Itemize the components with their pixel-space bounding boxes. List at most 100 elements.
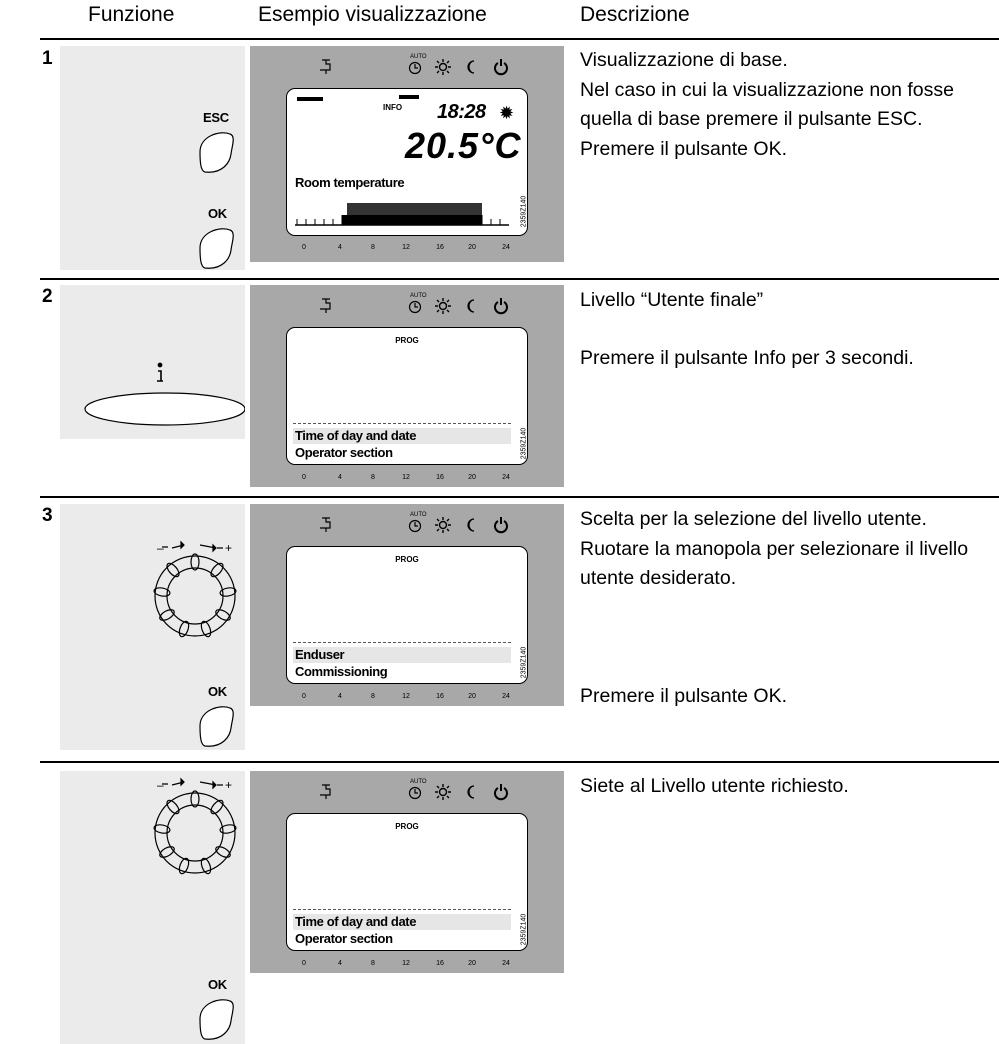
row-rule (40, 496, 999, 498)
menu-line-2: Operator section (295, 445, 393, 460)
screen-label: Room temperature (295, 175, 405, 190)
tap-icon (320, 59, 331, 74)
svg-text:AUTO: AUTO (410, 54, 427, 60)
figure-code: 2359Z140 (520, 195, 528, 228)
header-rule (40, 38, 999, 40)
hour-ticks: 0 4 8 12 16 20 24 (302, 693, 510, 700)
selected-row-highlight (293, 647, 511, 663)
menu-line-1: Time of day and date (295, 428, 417, 443)
lcd-screen: PROG Time of day and date Operator secti… (286, 813, 528, 951)
info-button (84, 392, 245, 426)
svg-text:AUTO: AUTO (410, 293, 427, 299)
menu-line-1: Time of day and date (295, 914, 417, 929)
function-panel: – + OK (60, 771, 245, 1044)
info-indicator: INFO (383, 103, 403, 112)
ok-label: OK (208, 684, 227, 699)
svg-text:–: – (157, 541, 164, 555)
esc-label: ESC (203, 110, 229, 125)
button-shapes: – + (153, 777, 237, 1040)
ok-button (199, 706, 234, 747)
figure-code: 2359Z140 (520, 646, 528, 679)
ok-button (199, 228, 234, 269)
segment-line (293, 642, 511, 643)
display-example: AUTO INFO 18:28 ✹ 20.5°C Room temperatur… (250, 46, 564, 262)
lcd-screen: PROG Enduser Commissioning (286, 546, 528, 684)
lcd-screen: PROG Time of day and date Operator secti… (286, 327, 528, 465)
svg-text:AUTO: AUTO (410, 779, 427, 785)
prog-indicator: PROG (395, 822, 419, 831)
time-program-bars (295, 203, 509, 226)
tick-label: 12 (402, 244, 410, 251)
moon-icon (467, 60, 475, 74)
hour-ticks: 0 4 8 12 16 20 24 (302, 474, 510, 481)
header-description: Descrizione (580, 3, 690, 26)
header-example: Esempio visualizzazione (258, 3, 487, 26)
mode-icons: AUTO (320, 779, 508, 801)
description-line: Visualizzazione di base. (580, 49, 788, 71)
header-function: Funzione (88, 3, 175, 26)
rotary-knob-icon: – + (153, 540, 237, 638)
tick-label: 24 (502, 244, 510, 251)
figure-code: 2359Z140 (520, 427, 528, 460)
row-rule (40, 278, 999, 280)
power-icon (494, 59, 508, 76)
prog-indicator: PROG (395, 555, 419, 564)
menu-line-1: Enduser (295, 647, 345, 662)
svg-text:–: – (157, 778, 164, 792)
ok-label: OK (208, 977, 227, 992)
tick-label: 4 (338, 244, 342, 251)
display-example: AUTO PROG Time of day and date Operator … (250, 771, 564, 973)
description-line: Premere il pulsante Info per 3 secondi. (580, 346, 914, 369)
segment-bar-left (297, 97, 323, 101)
mode-icons: AUTO (320, 54, 508, 76)
tick-label: 8 (371, 244, 375, 251)
sun-small-icon: ✹ (499, 103, 515, 123)
step-number: 2 (42, 286, 53, 307)
selected-row-highlight (293, 914, 511, 930)
segment-line (293, 423, 511, 424)
info-icon (157, 362, 163, 382)
selected-row-highlight (293, 428, 511, 444)
hour-ticks: 0 4 8 12 16 20 24 (286, 244, 526, 254)
auto-clock-icon (408, 61, 422, 75)
description: Livello “Utente finale” Premere il pulsa… (580, 286, 999, 373)
function-panel (60, 285, 245, 439)
description: Visualizzazione di base. Nel caso in cui… (580, 46, 999, 164)
svg-text:+: + (225, 778, 232, 792)
description-line: Livello “Utente finale” (580, 289, 764, 311)
button-shapes (199, 132, 234, 269)
ok-button (199, 999, 234, 1040)
hour-ticks: 0 4 8 12 16 20 24 (302, 960, 510, 967)
lcd-screen: INFO 18:28 ✹ 20.5°C Room temperature (286, 88, 528, 236)
step-number: 3 (42, 505, 53, 526)
segment-bar-mid (399, 95, 419, 99)
temperature-display: 20.5°C (405, 125, 522, 166)
description-line: Scelta per la selezione del livello uten… (580, 508, 927, 530)
tick-label: 0 (302, 244, 306, 251)
segment-line (293, 909, 511, 910)
function-panel: – + OK (60, 504, 245, 750)
button-shapes (84, 362, 245, 426)
function-panel: ESC OK (60, 46, 245, 270)
description: Siete al Livello utente richiesto. (580, 772, 999, 802)
sun-icon (435, 59, 451, 75)
menu-line-2: Commissioning (295, 664, 388, 679)
description-line: Premere il pulsante OK. (580, 137, 788, 160)
display-example: AUTO PROG Enduser Commissioning 0 4 8 12… (250, 504, 564, 706)
mode-icons: AUTO (320, 293, 508, 315)
button-shapes: – + (153, 540, 237, 747)
step-number: 1 (42, 48, 53, 69)
figure-code: 2359Z140 (520, 913, 528, 946)
rotary-knob-icon: – + (153, 777, 237, 875)
description-line: Ruotare la manopola per selezionare il l… (580, 537, 969, 590)
description: Scelta per la selezione del livello uten… (580, 505, 999, 711)
description-line: Premere il pulsante OK. (580, 684, 788, 707)
esc-button (199, 132, 234, 173)
description-line: Siete al Livello utente richiesto. (580, 775, 849, 797)
tick-label: 20 (468, 244, 476, 251)
svg-text:AUTO: AUTO (410, 512, 427, 518)
menu-line-2: Operator section (295, 931, 393, 946)
row-rule (40, 761, 999, 763)
mode-icons: AUTO (320, 512, 508, 534)
tick-label: 16 (436, 244, 444, 251)
